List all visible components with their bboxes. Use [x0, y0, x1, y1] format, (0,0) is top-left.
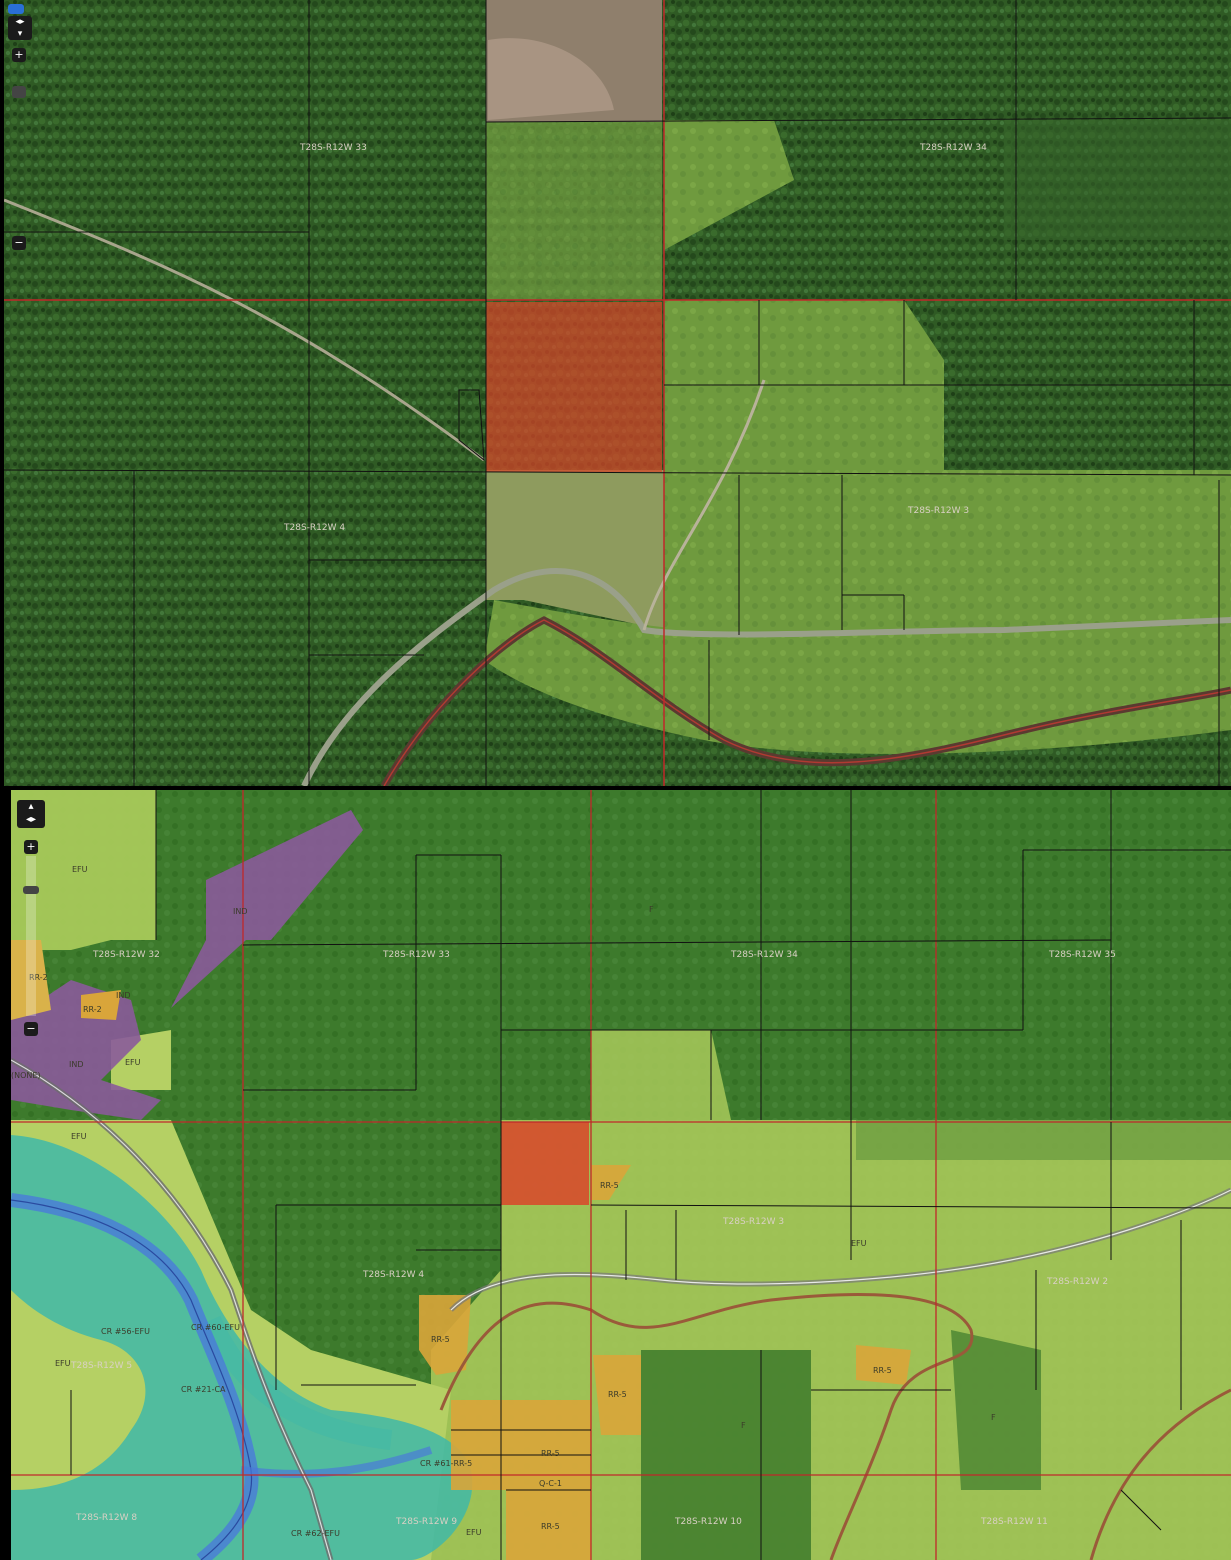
efu-zone [11, 790, 156, 950]
zone-label: F [991, 1413, 996, 1422]
rural-residential-zone [11, 940, 51, 1020]
river-floodplain [484, 600, 1231, 754]
logging-road [4, 198, 485, 462]
zoning-map-canvas[interactable]: T28S-R12W 32 T28S-R12W 33 T28S-R12W 34 T… [11, 790, 1231, 1560]
zone-label: RR-5 [873, 1366, 892, 1375]
section-label: T28S-R12W 10 [674, 1517, 742, 1527]
zoom-out-button[interactable]: − [24, 1022, 38, 1036]
pasture [664, 120, 794, 250]
zone-label: F [741, 1421, 746, 1430]
section-label: T28S-R12W 32 [92, 950, 160, 960]
section-label: T28S-R12W 4 [362, 1270, 424, 1280]
section-label: T28S-R12W 4 [283, 523, 345, 533]
zone-label: EFU [72, 865, 88, 874]
zoom-out-button[interactable]: − [12, 236, 26, 250]
zone-label: IND [69, 1060, 84, 1069]
zone-label: EFU [466, 1528, 482, 1537]
zone-label: F [649, 905, 654, 914]
zone-label: EFU [55, 1359, 71, 1368]
zone-label: RR-5 [541, 1449, 560, 1458]
zone-label: Q-C-1 [539, 1479, 562, 1488]
zone-label: RR-5 [600, 1181, 619, 1190]
road [642, 379, 766, 631]
section-label: T28S-R12W 5 [70, 1361, 132, 1371]
zoom-slider-track[interactable] [26, 856, 36, 1016]
pan-control[interactable]: ▴◂▸ [17, 800, 45, 828]
zone-label: CR #21-CA [181, 1385, 226, 1394]
rr5-zone [593, 1355, 641, 1435]
zone-label: RR-5 [541, 1522, 560, 1531]
river-channel [439, 1292, 974, 1560]
zoom-slider-handle[interactable] [12, 86, 26, 98]
section-label: T28S-R12W 35 [1048, 950, 1116, 960]
rr5-zone [451, 1400, 591, 1490]
section-label: T28S-R12W 3 [907, 506, 969, 516]
selected-parcel[interactable] [501, 1122, 589, 1205]
zone-label: RR-2 [83, 1005, 102, 1014]
zone-label: CR #61-RR-5 [420, 1459, 472, 1468]
zoom-in-button[interactable]: + [24, 840, 38, 854]
zone-label: IND [233, 907, 248, 916]
zoning-map[interactable]: T28S-R12W 32 T28S-R12W 33 T28S-R12W 34 T… [11, 790, 1231, 1560]
zone-label: RR-2 [29, 973, 48, 982]
zone-label: RR-5 [431, 1335, 450, 1344]
zone-label: IND [116, 991, 131, 1000]
pan-control[interactable]: ◂▸▾ [8, 16, 32, 40]
section-label: T28S-R12W 33 [299, 143, 367, 153]
rr5-zone [591, 1165, 631, 1200]
parcel-lines [70, 790, 1231, 1560]
zone-label: (NONE) [11, 1071, 41, 1080]
industrial-zone [171, 810, 363, 1008]
pasture [486, 122, 662, 300]
cleared-field-bare [488, 38, 614, 120]
highway [301, 567, 1231, 786]
rural-residential-zone [81, 990, 121, 1020]
river-outline [383, 619, 1231, 786]
zone-label: CR #62-EFU [291, 1529, 340, 1538]
zoom-slider-handle[interactable] [23, 886, 39, 894]
rr5-zone [856, 1345, 911, 1385]
zone-label: CR #56-EFU [101, 1327, 150, 1336]
rr5-zone [506, 1490, 591, 1560]
parcel-lines [4, 0, 1231, 786]
pasture-dry [486, 470, 664, 630]
forest-zone [641, 1350, 811, 1560]
satellite-map-canvas[interactable]: T28S-R12W 33 T28S-R12W 34 T28S-R12W 4 T2… [4, 0, 1231, 786]
section-label: T28S-R12W 34 [730, 950, 798, 960]
section-label: T28S-R12W 33 [382, 950, 450, 960]
zone-label: RR-5 [608, 1390, 627, 1399]
zone-label: EFU [851, 1239, 867, 1248]
zone-label: EFU [71, 1132, 87, 1141]
section-label: T28S-R12W 3 [722, 1217, 784, 1227]
section-label: T28S-R12W 34 [919, 143, 987, 153]
efu-zone [591, 1030, 731, 1120]
zone-label: CR #60-EFU [191, 1323, 240, 1332]
section-lines [11, 790, 1231, 1560]
section-label: T28S-R12W 2 [1046, 1277, 1108, 1287]
map-layer-indicator [8, 4, 24, 14]
satellite-map[interactable]: T28S-R12W 33 T28S-R12W 34 T28S-R12W 4 T2… [4, 0, 1231, 786]
section-label: T28S-R12W 9 [395, 1517, 457, 1527]
pasture [664, 470, 1231, 640]
selected-parcel[interactable] [486, 302, 662, 472]
section-label: T28S-R12W 11 [980, 1517, 1048, 1527]
section-label: T28S-R12W 8 [75, 1513, 137, 1523]
zoom-in-button[interactable]: + [12, 48, 26, 62]
rr5-zone [419, 1295, 471, 1375]
zone-label: EFU [125, 1058, 141, 1067]
